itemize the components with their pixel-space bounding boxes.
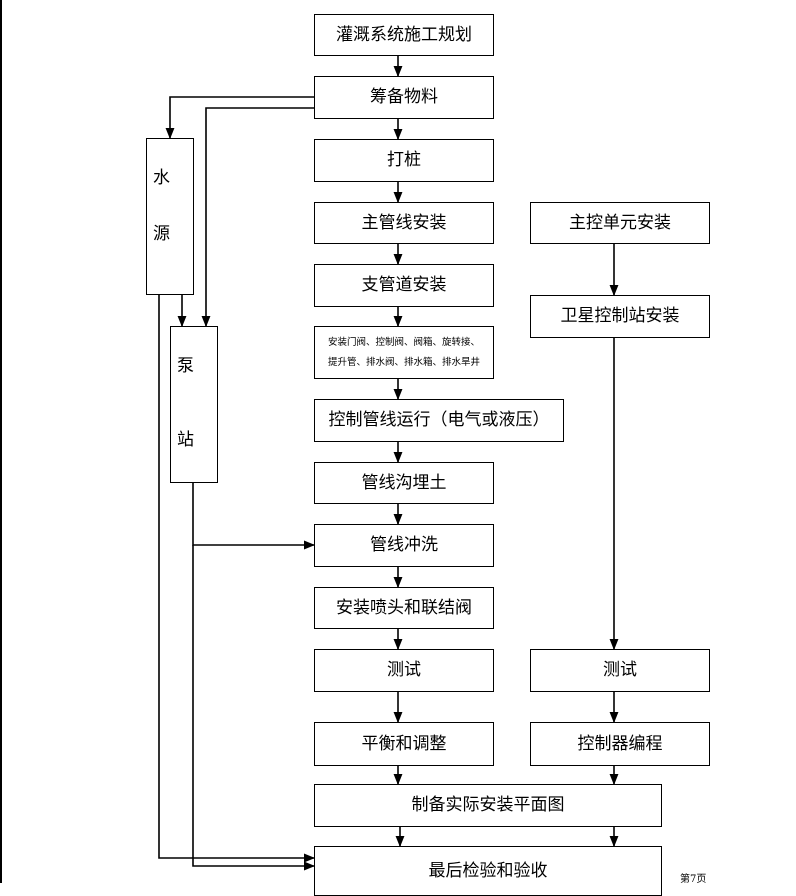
step-test: 测试: [314, 649, 494, 692]
step-main-pipe-label: 主管线安装: [361, 212, 447, 233]
ctrl-programming: 控制器编程: [530, 722, 710, 766]
step-main-pipe: 主管线安装: [314, 202, 494, 244]
page-number: 第7页: [680, 874, 707, 885]
step-piling-label: 打桩: [387, 150, 421, 171]
step-trench-backfill: 管线沟埋土: [314, 462, 494, 504]
step-sprinklers: 安装喷头和联结阀: [314, 587, 494, 629]
ctrl-satellite: 卫星控制站安装: [530, 295, 710, 338]
step-test-label: 测试: [387, 660, 421, 681]
step-branch-pipe-label: 支管道安装: [361, 275, 447, 296]
step-balance-label: 平衡和调整: [361, 733, 447, 754]
step-flush-label: 管线冲洗: [370, 535, 438, 556]
arrow-watersource-final: [158, 295, 316, 863]
step-flush: 管线冲洗: [314, 524, 494, 567]
arrow-pump-flush: [192, 483, 316, 550]
water-source-box: 水 源: [146, 138, 194, 295]
step-sprinklers-label: 安装喷头和联结阀: [336, 597, 472, 618]
step-valves-line2: 提升管、排水阀、排水箱、排水旱井: [327, 356, 480, 368]
arrow-materials-watersource: [165, 96, 314, 140]
step-control-line-run: 控制管线运行（电气或液压）: [314, 399, 564, 442]
water-source-char2: 源: [153, 224, 170, 244]
step-branch-pipe: 支管道安装: [314, 264, 494, 307]
ctrl-main-control: 主控单元安装: [530, 202, 710, 244]
step-final: 最后检验和验收: [314, 846, 662, 896]
step-piling: 打桩: [314, 139, 494, 182]
ctrl-main-control-label: 主控单元安装: [569, 212, 671, 233]
pump-station-char2: 站: [177, 430, 194, 450]
step-materials-label: 筹备物料: [370, 87, 438, 108]
step-as-built-label: 制备实际安装平面图: [411, 795, 565, 816]
step-trench-backfill-label: 管线沟埋土: [361, 472, 447, 493]
ctrl-programming-label: 控制器编程: [577, 733, 663, 754]
ctrl-test-label: 测试: [603, 660, 637, 681]
step-materials: 筹备物料: [314, 76, 494, 119]
ctrl-satellite-label: 卫星控制站安装: [560, 306, 680, 327]
arrow-materials-pumpstation: [201, 107, 314, 328]
arrow-pump-final: [192, 545, 316, 871]
pump-station-char1: 泵: [177, 356, 194, 376]
step-balance: 平衡和调整: [314, 722, 494, 766]
step-planning-label: 灌溉系统施工规划: [336, 24, 472, 45]
ctrl-test: 测试: [530, 649, 710, 692]
pump-station-box: 泵 站: [170, 326, 218, 483]
step-control-line-run-label: 控制管线运行（电气或液压）: [328, 410, 550, 431]
water-source-char1: 水: [153, 168, 170, 188]
step-valves-line1: 安装门阀、控制阀、阀箱、旋转接、: [327, 336, 480, 348]
step-planning: 灌溉系统施工规划: [314, 14, 494, 56]
step-final-label: 最后检验和验收: [428, 861, 548, 881]
step-as-built: 制备实际安装平面图: [314, 784, 662, 827]
page-edge-line: [0, 0, 2, 883]
step-valves: 安装门阀、控制阀、阀箱、旋转接、 提升管、排水阀、排水箱、排水旱井: [314, 326, 494, 379]
